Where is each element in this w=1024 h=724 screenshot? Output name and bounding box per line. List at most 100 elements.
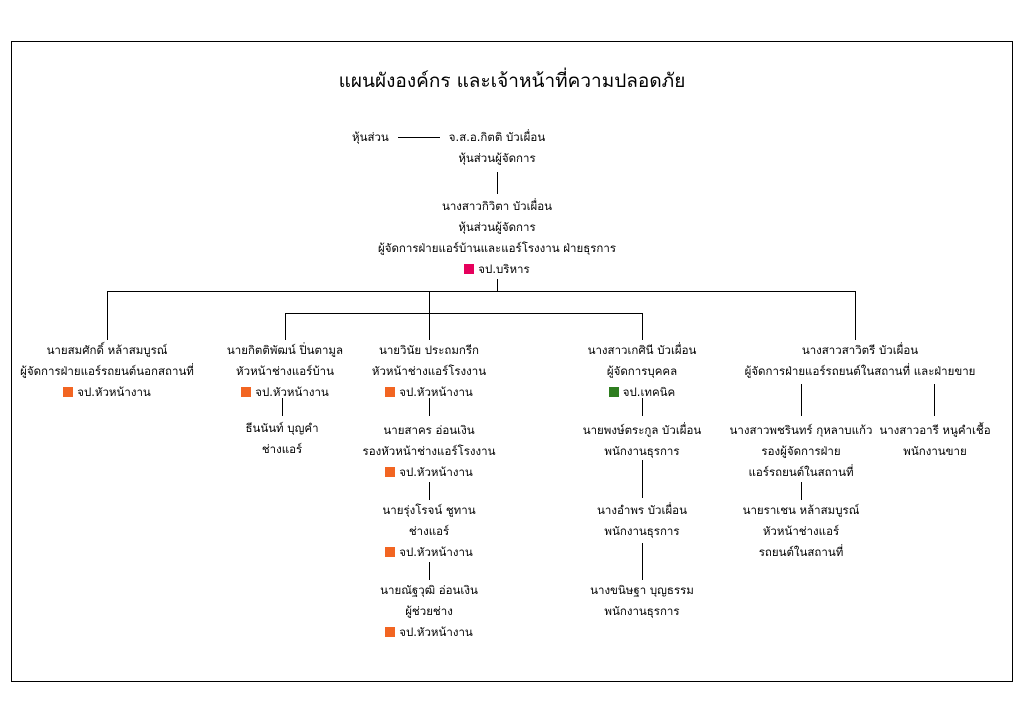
col5-right1-name: นางสาวอารี หนูคำเชื้อ <box>879 423 991 437</box>
col2-role: หัวหน้าช่างแอร์บ้าน <box>236 364 334 378</box>
col4-sub1-name: นายพงษ์ตระกูล บัวเผื่อน <box>582 423 702 437</box>
col5-left1-role2: แอร์รถยนต์ในสถานที่ <box>748 465 854 479</box>
branch-horizontal-line <box>107 291 856 292</box>
col3-sub1-role: รองหัวหน้าช่างแอร์โรงงาน <box>362 444 496 458</box>
manager-role: หุ้นส่วนผู้จัดการ <box>458 220 536 234</box>
col3-sub2-line <box>429 482 430 500</box>
col1-badge: จป.หัวหน้างาน <box>12 382 202 403</box>
col4-sub2-role: พนักงานธุรการ <box>604 524 680 538</box>
col3-sub3-node: นายณัฐวุฒิ อ่อนเงิน ผู้ช่วยช่าง จป.หัวหน… <box>354 580 504 643</box>
col5-left2-line <box>801 482 802 500</box>
col3-name: นายวินัย ประถมกรีก <box>378 343 480 357</box>
col5-node: นางสาวสาวิตรี บัวเผื่อน ผู้จัดการฝ่ายแอร… <box>735 340 985 382</box>
col1-role: ผู้จัดการฝ่ายแอร์รถยนต์นอกสถานที่ <box>20 364 194 378</box>
col3-sub3-name: นายณัฐวุฒิ อ่อนเงิน <box>380 583 478 597</box>
col4-badge: จป.เทคนิค <box>567 382 717 403</box>
col3-badge: จป.หัวหน้างาน <box>354 382 504 403</box>
col4-sub2-name: นางอำพร บัวเผื่อน <box>597 503 687 517</box>
col2-sub-node: ธีนนันท์ บุญคำ ช่างแอร์ <box>207 418 357 460</box>
col4-name: นางสาวเกศินี บัวเผื่อน <box>587 343 697 357</box>
chief-safety-square-icon <box>385 387 396 397</box>
col3-sub1-badge-text: จป.หัวหน้างาน <box>399 465 473 479</box>
chief-safety-square-icon <box>241 387 252 397</box>
shareholder-label: หุ้นส่วน <box>352 130 389 144</box>
col3-sub2-badge: จป.หัวหน้างาน <box>354 542 504 563</box>
chief-safety-square-icon <box>385 547 396 557</box>
col4-sub1-role: พนักงานธุรการ <box>604 444 680 458</box>
col5-left2-role2: รถยนต์ในสถานที่ <box>758 545 844 559</box>
col4-sub1-node: นายพงษ์ตระกูล บัวเผื่อน พนักงานธุรการ <box>562 420 722 462</box>
col3-sub2-role: ช่างแอร์ <box>408 524 450 538</box>
col1-name: นายสมศักดิ์ หล้าสมบูรณ์ <box>46 343 168 357</box>
chief-safety-square-icon <box>63 387 74 397</box>
col3-sub2-node: นายรุ่งโรจน์ ชูทาน ช่างแอร์ จป.หัวหน้างา… <box>354 500 504 563</box>
col3-sub3-badge: จป.หัวหน้างาน <box>354 622 504 643</box>
col4-sub2-line <box>642 460 643 498</box>
chief-safety-square-icon <box>385 627 396 637</box>
technical-safety-square-icon <box>608 387 619 397</box>
top-to-manager-line <box>497 172 498 194</box>
manager-role2: ผู้จัดการฝ่ายแอร์บ้านและแอร์โรงงาน ฝ่ายธ… <box>377 241 616 255</box>
col3-sub2-badge-text: จป.หัวหน้างาน <box>399 545 473 559</box>
branch-drop-col4 <box>642 313 643 340</box>
branch-drop-col5 <box>855 291 856 340</box>
col5-right1-node: นางสาวอารี หนูคำเชื้อ พนักงานขาย <box>876 420 994 462</box>
col5-left1-line <box>801 384 802 416</box>
col3-node: นายวินัย ประถมกรีก หัวหน้าช่างแอร์โรงงาน… <box>354 340 504 403</box>
col4-sub2-node: นางอำพร บัวเผื่อน พนักงานธุรการ <box>567 500 717 542</box>
manager-badge: จป.บริหาร <box>347 259 647 280</box>
chart-title: แผนผังองค์กร และเจ้าหน้าที่ความปลอดภัย <box>338 70 686 92</box>
col2-name: นายกิตติพัฒน์ ปิ่นตามูล <box>226 343 344 357</box>
admin-safety-square-icon <box>464 264 475 274</box>
top-role: หุ้นส่วนผู้จัดการ <box>458 151 536 165</box>
branch-col2-col4-line <box>285 313 643 314</box>
col5-left2-role: หัวหน้าช่างแอร์ <box>762 524 840 538</box>
chief-safety-square-icon <box>385 467 396 477</box>
branch-drop-col1 <box>107 291 108 340</box>
col3-sub1-name: นายสาคร อ่อนเงิน <box>383 423 475 437</box>
col5-right1-line <box>934 384 935 416</box>
col3-sub1-node: นายสาคร อ่อนเงิน รองหัวหน้าช่างแอร์โรงงา… <box>354 420 504 483</box>
col3-sub3-badge-text: จป.หัวหน้างาน <box>399 625 473 639</box>
col2-sub-name: ธีนนันท์ บุญคำ <box>245 421 319 435</box>
col3-sub3-line <box>429 562 430 580</box>
col2-sub-role: ช่างแอร์ <box>261 442 303 456</box>
col4-badge-text: จป.เทคนิค <box>622 385 676 399</box>
col2-badge: จป.หัวหน้างาน <box>207 382 363 403</box>
col5-left1-node: นางสาวพชรินทร์ กุหลาบแก้ว รองผู้จัดการฝ่… <box>726 420 876 483</box>
chart-frame <box>11 41 1013 682</box>
col5-left1-role: รองผู้จัดการฝ่าย <box>761 444 841 458</box>
col1-node: นายสมศักดิ์ หล้าสมบูรณ์ ผู้จัดการฝ่ายแอร… <box>12 340 202 403</box>
col3-badge-text: จป.หัวหน้างาน <box>399 385 473 399</box>
branch-drop-col3 <box>429 291 430 340</box>
col3-role: หัวหน้าช่างแอร์โรงงาน <box>371 364 487 378</box>
col4-sub1-line <box>642 398 643 416</box>
manager-to-branch-line <box>497 279 498 291</box>
manager-badge-text: จป.บริหาร <box>478 262 530 276</box>
branch-drop-col2 <box>285 313 286 340</box>
col5-left2-name: นายราเชน หล้าสมบูรณ์ <box>742 503 860 517</box>
col4-sub3-role: พนักงานธุรการ <box>604 604 680 618</box>
col3-sub1-badge: จป.หัวหน้างาน <box>354 462 504 483</box>
col4-role: ผู้จัดการบุคคล <box>606 364 678 378</box>
col5-left2-node: นายราเชน หล้าสมบูรณ์ หัวหน้าช่างแอร์ รถย… <box>726 500 876 563</box>
col4-sub3-line <box>642 543 643 580</box>
manager-node: นางสาวกิวิตา บัวเผื่อน หุ้นส่วนผู้จัดการ… <box>347 196 647 280</box>
col4-node: นางสาวเกศินี บัวเผื่อน ผู้จัดการบุคคล จป… <box>567 340 717 403</box>
col3-sub3-role: ผู้ช่วยช่าง <box>405 604 453 618</box>
col1-badge-text: จป.หัวหน้างาน <box>77 385 151 399</box>
col5-name: นางสาวสาวิตรี บัวเผื่อน <box>801 343 919 357</box>
top-name: จ.ส.อ.กิตติ บัวเผื่อน <box>448 130 546 144</box>
col2-badge-text: จป.หัวหน้างาน <box>255 385 329 399</box>
col3-sub2-name: นายรุ่งโรจน์ ชูทาน <box>382 503 476 517</box>
col2-sub-line <box>282 398 283 416</box>
manager-name: นางสาวกิวิตา บัวเผื่อน <box>441 199 553 213</box>
col3-sub1-line <box>429 398 430 416</box>
shareholder-connector <box>398 137 440 138</box>
col4-sub3-name: นางขนิษฐา บุญธรรม <box>590 583 694 597</box>
top-node: จ.ส.อ.กิตติ บัวเผื่อน หุ้นส่วนผู้จัดการ <box>397 127 597 169</box>
col5-left1-name: นางสาวพชรินทร์ กุหลาบแก้ว <box>729 423 873 437</box>
col2-node: นายกิตติพัฒน์ ปิ่นตามูล หัวหน้าช่างแอร์บ… <box>207 340 363 403</box>
col5-role: ผู้จัดการฝ่ายแอร์รถยนต์ในสถานที่ และฝ่าย… <box>744 364 976 378</box>
col5-right1-role: พนักงานขาย <box>903 444 967 458</box>
